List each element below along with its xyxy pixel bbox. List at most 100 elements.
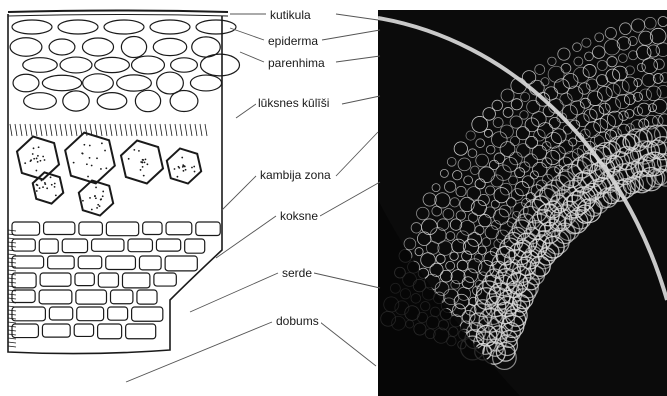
bundle-dot [42,156,44,158]
edge-hatch [8,278,16,279]
label-serde: serde [280,266,314,280]
bundle-dot [182,166,184,168]
edge-hatch [8,270,16,271]
band-hatch [35,124,37,136]
bundle-dot [183,170,185,172]
bundle-dot [36,158,38,160]
bundle-dot [177,176,179,178]
label-epiderma: epiderma [266,34,320,48]
bundle-dot [91,209,93,211]
band-hatch [20,124,22,136]
band-hatch [25,124,27,136]
bundle-dot [100,198,102,200]
edge-hatch [8,266,16,267]
lower-cell [12,222,40,235]
label-koksne: koksne [278,209,320,223]
bundle-dot [185,169,187,171]
edge-hatch [8,330,16,331]
label-kutikula: kutikula [268,8,313,22]
lower-cell [62,239,87,253]
bundle-dot [140,161,142,163]
leader-line [190,273,278,312]
bundle-dot [50,176,52,178]
label-dobums: dobums [274,314,321,328]
band-hatch [105,124,107,136]
bundle-dot [46,187,48,189]
band-hatch [45,124,47,136]
edge-hatch [8,250,16,251]
lower-cell [12,239,35,251]
lower-cell [74,324,93,336]
bundle-dot [145,158,147,160]
bundle-dot [89,197,91,199]
bundle-dot [82,200,84,202]
lower-cell [76,290,107,304]
parenchyma-cell [13,74,39,92]
parenchyma-cell [121,36,146,57]
bundle-dot [24,162,26,164]
edge-hatch [8,346,16,347]
lower-cell [156,239,180,251]
band-hatch [155,124,157,136]
lower-cell [44,222,75,235]
edge-hatch [8,306,16,307]
lower-cell [166,222,192,235]
bundle-dot [144,161,146,163]
band-hatch [185,124,187,136]
band-hatch [205,124,207,136]
lower-cell [48,256,75,269]
leader-line [222,176,256,210]
edge-hatch [8,246,16,247]
parenchyma-cell [170,90,198,111]
bundle-dot [128,158,130,160]
bundle-dot [89,145,91,147]
bundle-dot [51,184,53,186]
band-hatch [130,124,132,136]
bundle-dot [37,161,39,163]
band-hatch [80,124,82,136]
leader-lines [126,14,380,382]
label-kambija-zona: kambija zona [258,168,333,182]
band-hatch [175,124,177,136]
leader-line [336,56,380,62]
leader-line [230,28,264,40]
lower-cell [49,307,72,320]
lower-cell [154,273,176,286]
bundle-dot [54,186,56,188]
band-hatch [10,124,12,136]
band-hatch [200,124,202,136]
bundle-dot [143,175,145,177]
band-hatch [50,124,52,136]
bundle-dot [193,166,195,168]
band-hatch [140,124,142,136]
bundle-dot [142,159,144,161]
bundle-dot [40,160,42,162]
bundle-dot [41,180,43,182]
band-hatch [180,124,182,136]
band-hatch [150,124,152,136]
lower-cell [126,324,156,339]
band-hatch [110,124,112,136]
edge-hatch [8,314,16,315]
bundle-dot [73,162,75,164]
bundle-dot [102,195,104,197]
bundle-dot [42,186,44,188]
leader-line [236,104,256,118]
bundle-dot [33,147,35,149]
bundle-dot [97,204,99,206]
edge-hatch [8,318,16,319]
parenchyma-cell [200,54,239,76]
leader-line [320,182,380,216]
lower-cell [137,290,157,304]
parenchyma-cell [49,39,75,55]
lower-cell [196,222,220,236]
band-hatch [75,124,77,136]
bundle-dot [138,150,140,152]
lower-cell [128,239,152,252]
lower-cell [12,256,44,268]
bundle-dot [174,168,176,170]
leader-line [342,96,380,104]
parenchyma-cell [83,74,114,92]
edge-hatch [8,234,16,235]
bundle-dot [30,159,32,161]
